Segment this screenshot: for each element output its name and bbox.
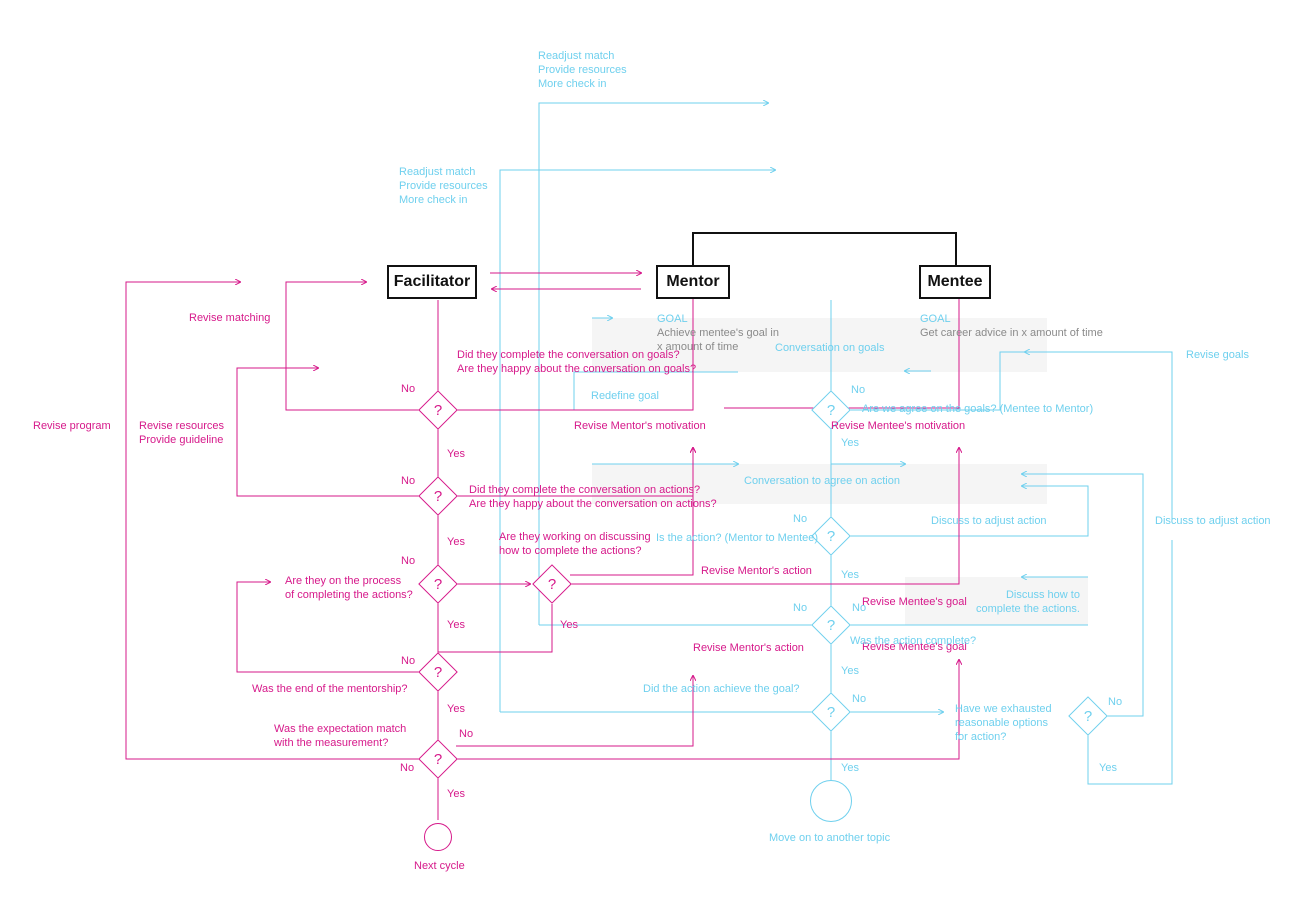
yes-label: Yes: [447, 536, 465, 548]
yes-label: Yes: [1099, 762, 1117, 774]
no-label: No: [401, 475, 416, 487]
discuss-how-label: Discuss how to complete the actions.: [976, 589, 1080, 615]
no-label: No: [401, 383, 416, 395]
q-expectation-text: Was the expectation match with the measu…: [274, 723, 407, 749]
redefine-goal-label: Redefine goal: [591, 390, 659, 402]
yes-label: Yes: [841, 762, 859, 774]
mentee-goal-label: GOAL: [920, 313, 951, 325]
conversation-action-band: [592, 464, 1047, 504]
yes-label: Yes: [841, 437, 859, 449]
mentee-box: Mentee: [919, 265, 991, 299]
yes-label: Yes: [841, 665, 859, 677]
yes-label: Yes: [447, 703, 465, 715]
facilitator-box: Facilitator: [387, 265, 477, 299]
mentor-goal-text: Achieve mentee's goal in x amount of tim…: [657, 327, 779, 353]
decision-actions-icon: ?: [433, 487, 443, 505]
no-label: No: [851, 384, 866, 396]
yes-label: Yes: [447, 788, 465, 800]
no-label: No: [401, 555, 416, 567]
yes-label: Yes: [447, 448, 465, 460]
decision-action-goal-icon: ?: [826, 703, 836, 721]
yes-label: Yes: [841, 569, 859, 581]
decision-agree-goals-icon: ?: [826, 401, 836, 419]
decision-exhausted-icon: ?: [1083, 707, 1093, 725]
decision-goals-icon: ?: [433, 401, 443, 419]
no-label: No: [401, 655, 416, 667]
decision-action-complete-icon: ?: [826, 616, 836, 634]
q-goals-text: Did they complete the conversation on go…: [457, 349, 697, 375]
q-action-mentor-text: Is the action? (Mentor to Mentee): [656, 532, 819, 544]
decision-process-icon: ?: [433, 575, 443, 593]
no-label: No: [459, 728, 474, 740]
decision-discussing-icon: ?: [547, 575, 557, 593]
readjust-label-2: Readjust match Provide resources More ch…: [399, 166, 488, 206]
next-cycle-label: Next cycle: [414, 860, 465, 872]
revise-mentee-goal-label-1: Revise Mentee's goal: [862, 596, 967, 608]
q-end-text: Was the end of the mentorship?: [252, 683, 408, 695]
q-action-complete-text: Was the action complete?: [850, 635, 977, 647]
revise-goals-label: Revise goals: [1186, 349, 1249, 361]
no-label: No: [400, 762, 415, 774]
move-on-label: Move on to another topic: [769, 832, 891, 844]
no-label: No: [793, 513, 808, 525]
yes-label: Yes: [560, 619, 578, 631]
discuss-how-band: [905, 577, 1088, 625]
q-action-goal-text: Did the action achieve the goal?: [643, 683, 800, 695]
no-label: No: [852, 602, 867, 614]
no-label: No: [793, 602, 808, 614]
decision-end-icon: ?: [433, 663, 443, 681]
revise-matching-label: Revise matching: [189, 312, 271, 324]
readjust-label-1: Readjust match Provide resources More ch…: [538, 50, 627, 90]
no-label: No: [1108, 696, 1123, 708]
revise-program-label: Revise program: [33, 420, 111, 432]
q-process-text: Are they on the process of completing th…: [285, 575, 413, 601]
revise-mentor-action-label-1: Revise Mentor's action: [701, 565, 812, 577]
decision-expectation-icon: ?: [433, 750, 443, 768]
q-exhausted-text: Have we exhausted reasonable options for…: [955, 703, 1052, 743]
conversation-goals-band: [592, 318, 1047, 372]
conversation-goals-label: Conversation on goals: [775, 342, 885, 354]
discuss-adjust-label-1: Discuss to adjust action: [931, 515, 1047, 527]
mentor-goal-label: GOAL: [657, 313, 688, 325]
revise-mentee-motivation-label: Revise Mentee's motivation: [831, 420, 966, 432]
q-actions-text: Did they complete the conversation on ac…: [469, 484, 717, 510]
revise-resources-label: Revise resources Provide guideline: [139, 420, 224, 446]
mentee-goal-text: Get career advice in x amount of time: [920, 327, 1103, 339]
yes-label: Yes: [447, 619, 465, 631]
revise-mentee-goal-label-2: Revise Mentee's goal: [862, 641, 967, 653]
revise-mentor-motivation-label: Revise Mentor's motivation: [574, 420, 706, 432]
mentor-mentee-bracket: [692, 232, 957, 266]
move-on-circle-icon: [810, 780, 852, 822]
next-cycle-circle-icon: [424, 823, 452, 851]
q-discussing-text: Are they working on discussing how to co…: [499, 531, 651, 557]
no-label: No: [852, 693, 867, 705]
q-agree-goals-text: Are we agree on the goals? (Mentee to Me…: [862, 403, 1094, 415]
mentor-box: Mentor: [656, 265, 730, 299]
discuss-adjust-label-2: Discuss to adjust action: [1155, 515, 1271, 527]
revise-mentor-action-label-2: Revise Mentor's action: [693, 642, 804, 654]
decision-action-mentor-icon: ?: [826, 527, 836, 545]
conversation-action-label: Conversation to agree on action: [744, 475, 900, 487]
